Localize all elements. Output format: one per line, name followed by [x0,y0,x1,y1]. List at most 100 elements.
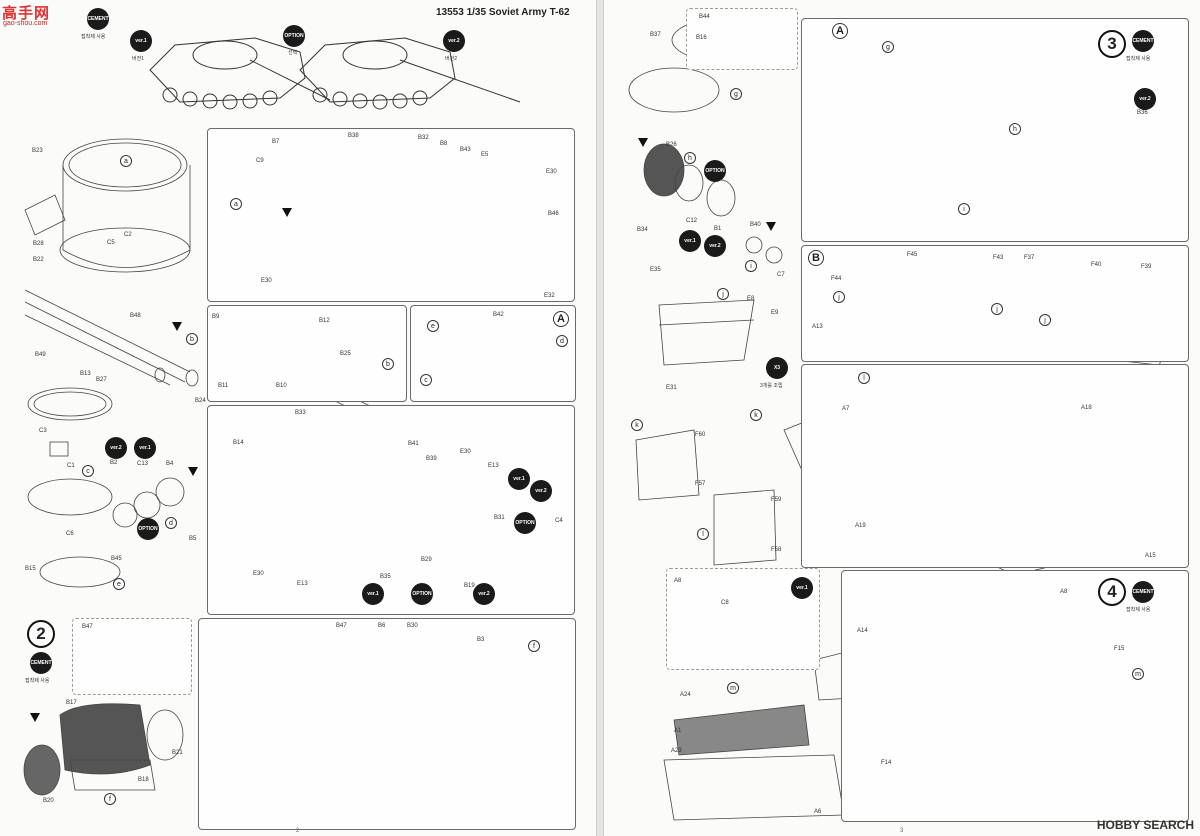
callout-c: c [82,465,94,477]
part-label: A14 [857,628,868,634]
paint-marker [282,208,292,217]
step-3-number: 3 [1098,30,1126,58]
subassembly-A-marker: A [553,311,569,327]
part-label: B45 [111,556,122,562]
part-label: B47 [336,623,347,629]
callout-k: k [750,409,762,421]
callout-i: i [958,203,970,215]
callout-b: b [186,333,198,345]
callout-a: a [120,155,132,167]
cement-caption: 접착제 사용 [81,34,106,40]
option-badge: OPTION [411,583,433,605]
part-label: F43 [993,255,1004,261]
callout-j: j [833,291,845,303]
part-label: E5 [481,152,489,158]
part-label: B38 [348,133,359,139]
part-label: B12 [319,318,330,324]
part-label: B39 [426,456,437,462]
part-label: F58 [771,547,782,553]
part-label: A23 [671,748,682,754]
part-label: C13 [137,461,149,467]
part-label: F39 [1141,264,1152,270]
callout-i: i [745,260,757,272]
instruction-page-3: 3 CEMENT 접착제 사용 4 CEMENT 접착제 사용 A B ver.… [603,0,1200,836]
cement-caption: 접착제 사용 [1126,607,1151,613]
part-label: B37 [650,32,661,38]
callout-a: a [230,198,242,210]
part-label: B21 [172,750,183,756]
ver2-badge: ver.2 [473,583,495,605]
part-label: C3 [39,428,47,434]
part-label: A18 [1081,405,1092,411]
part-label: B34 [637,227,648,233]
part-label: B32 [418,135,429,141]
part-label: A8 [674,578,682,584]
callout-m: m [727,682,739,694]
part-label: A6 [814,809,822,815]
part-label: F44 [831,276,842,282]
part-label: E8 [747,296,755,302]
part-label: E32 [544,293,555,299]
part-label: B6 [378,623,386,629]
part-label: C6 [66,531,74,537]
part-label: E31 [666,385,677,391]
ver1-badge: ver.1 [362,583,384,605]
callout-l: l [697,528,709,540]
callout-j: j [1039,314,1051,326]
panel-subassembly-A [410,305,576,402]
part-label: B44 [699,14,710,20]
part-label: B25 [340,351,351,357]
part-label: B16 [696,35,707,41]
part-label: C4 [555,518,563,524]
paint-marker [766,222,776,231]
callout-h: h [1009,123,1021,135]
part-label: E13 [488,463,499,469]
callout-f: f [104,793,116,805]
ver1-badge: ver.1 [134,437,156,459]
part-label: B10 [276,383,287,389]
cement-caption: 접착제 사용 [25,678,50,684]
part-label: C8 [721,600,729,606]
instruction-page-2: 高手网 gao-shou.com 13553 1/35 Soviet Army … [0,0,597,836]
panel-gun-b [207,305,407,402]
part-label: F60 [695,432,706,438]
part-label: A13 [812,324,823,330]
callout-j: j [717,288,729,300]
part-label: B20 [43,798,54,804]
part-label: B19 [464,583,475,589]
part-label: B48 [130,313,141,319]
watermark-logo: 高手网 [2,5,51,22]
part-label: E9 [771,310,779,316]
part-label: B35 [380,574,391,580]
part-label: F59 [771,497,782,503]
option-caption: 선택 [288,50,298,56]
cement-badge: CEMENT [30,652,52,674]
part-label: A15 [1145,553,1156,559]
part-label: F45 [907,252,918,258]
part-label: B29 [421,557,432,563]
part-label: A1 [674,728,682,734]
page-gutter [597,0,603,836]
cement-caption: 접착제 사용 [1126,56,1151,62]
part-label: F40 [1091,262,1102,268]
subassembly-A-marker: A [832,23,848,39]
part-label: B42 [493,312,504,318]
part-label: B15 [25,566,36,572]
ver2-badge: ver.2 [443,30,465,52]
part-label: B27 [96,377,107,383]
part-label: B36 [1137,110,1148,116]
part-label: C2 [124,232,132,238]
x3-caption: 3개를 조립 [760,383,783,389]
panel-detail-B47 [72,618,192,695]
callout-g: g [882,41,894,53]
part-label: B4 [166,461,174,467]
cement-badge: CEMENT [87,8,109,30]
part-label: B17 [66,700,77,706]
callout-c: c [420,374,432,386]
ver2-badge: ver.2 [1134,88,1156,110]
callout-e: e [427,320,439,332]
panel-step-4 [841,570,1189,822]
part-label: B47 [82,624,93,630]
cement-badge: CEMENT [1132,581,1154,603]
part-label: B18 [138,777,149,783]
